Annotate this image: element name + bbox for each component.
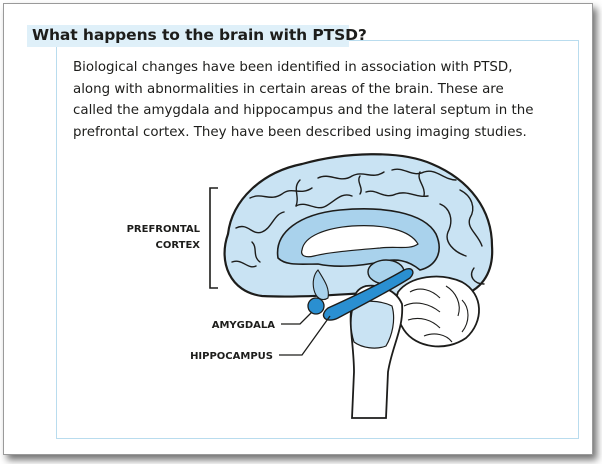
cerebellum-folds <box>403 285 469 343</box>
paragraph-line: called the amygdala and hippocampus and … <box>73 103 534 118</box>
cortex-folds <box>231 168 485 285</box>
hippocampus-shape <box>322 268 414 321</box>
ventricle <box>301 225 419 258</box>
section-title: What happens to the brain with PTSD? <box>32 26 367 44</box>
prefrontal-label: PREFRONTAL <box>127 224 201 235</box>
cerebellum <box>395 275 480 348</box>
prefrontal-bracket <box>209 187 218 289</box>
amygdala-shape <box>307 297 325 315</box>
paragraph-line: along with abnormalities in certain area… <box>73 81 504 97</box>
pons <box>350 300 395 349</box>
paragraph-line: Biological changes have been identified … <box>73 60 513 75</box>
cortex-label: CORTEX <box>156 240 201 251</box>
body-paragraph: Biological changes have been identified … <box>73 57 561 143</box>
amygdala-label: AMYGDALA <box>212 320 276 331</box>
paragraph-line: prefrontal cortex. They have been descri… <box>73 124 527 140</box>
title-band <box>27 25 349 47</box>
hippocampus-leader <box>279 315 331 356</box>
hippocampus-label: HIPPOCAMPUS <box>190 351 273 362</box>
amygdala-leader <box>281 311 313 325</box>
